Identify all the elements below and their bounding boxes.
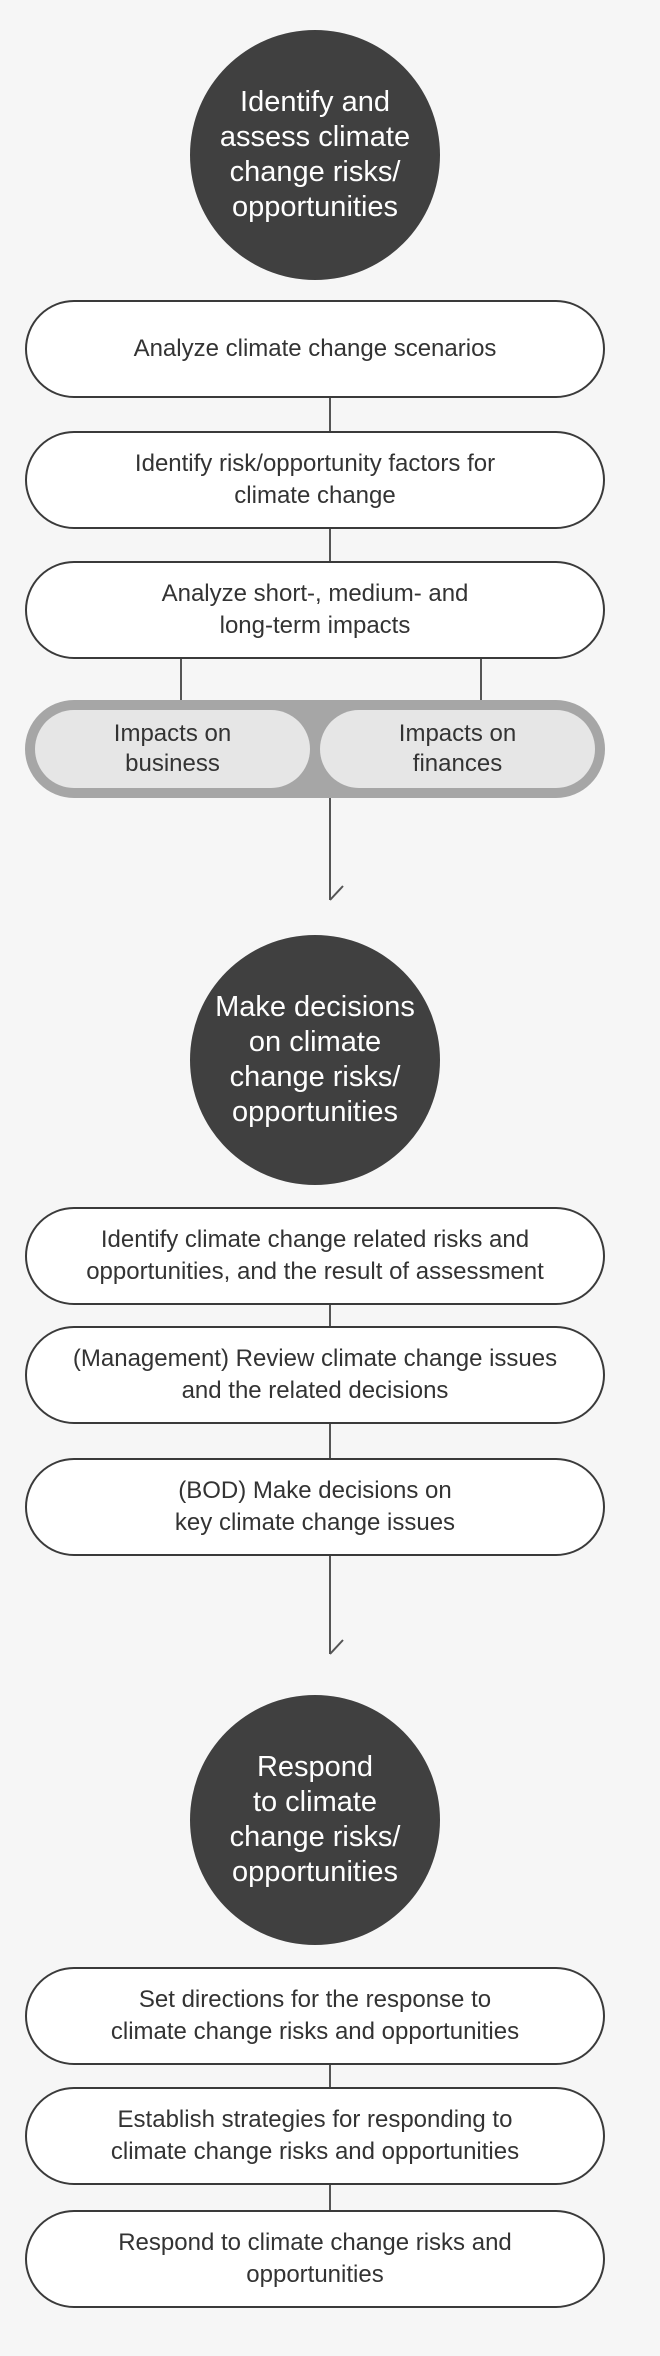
step-analyze-impacts: Analyze short-, medium- and long-term im… — [25, 561, 605, 659]
connector-line — [329, 529, 331, 562]
impacts-group: Impacts on business Impacts on finances — [25, 700, 605, 798]
step-respond: Respond to climate change risks and oppo… — [25, 2210, 605, 2308]
step-identify-risks: Identify climate change related risks an… — [25, 1207, 605, 1305]
step-bod-decisions: (BOD) Make decisions on key climate chan… — [25, 1458, 605, 1556]
connector-line — [329, 1424, 331, 1460]
stage-3-circle: Respond to climate change risks/ opportu… — [190, 1695, 440, 1945]
step-establish-strategies: Establish strategies for responding to c… — [25, 2087, 605, 2185]
step-analyze-scenarios: Analyze climate change scenarios — [25, 300, 605, 398]
stage-2-circle: Make decisions on climate change risks/ … — [190, 935, 440, 1185]
connector-line — [329, 1304, 331, 1328]
step-identify-factors: Identify risk/opportunity factors for cl… — [25, 431, 605, 529]
connector-line-left — [180, 659, 182, 701]
connector-line — [329, 398, 331, 432]
flow-arrow-2 — [329, 1556, 344, 1655]
connector-line — [329, 2184, 331, 2212]
step-set-directions: Set directions for the response to clima… — [25, 1967, 605, 2065]
connector-line — [329, 2064, 331, 2088]
connector-line-right — [480, 659, 482, 701]
impact-finances: Impacts on finances — [320, 710, 595, 788]
stage-1-circle: Identify and assess climate change risks… — [190, 30, 440, 280]
step-management-review: (Management) Review climate change issue… — [25, 1326, 605, 1424]
impact-business: Impacts on business — [35, 710, 310, 788]
flow-arrow-1 — [329, 798, 344, 901]
